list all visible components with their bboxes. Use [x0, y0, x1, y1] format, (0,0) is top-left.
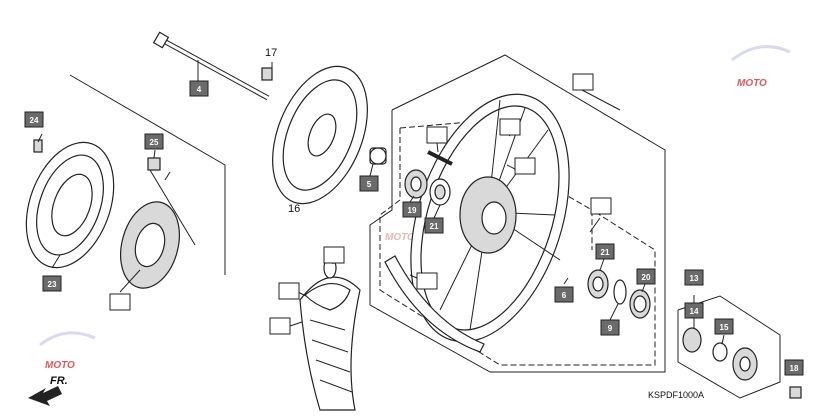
callout-4: 4 [189, 80, 209, 97]
right-side-parts [558, 258, 651, 319]
callout-21-right: 21 [595, 243, 615, 260]
label-17: 17 [265, 47, 277, 59]
o-ring-15 [712, 342, 728, 362]
axle-group [152, 31, 270, 101]
tire [299, 276, 361, 411]
empty-callout [426, 126, 448, 144]
front-direction-arrow: FR. [28, 375, 68, 406]
nut-25 [147, 157, 161, 171]
empty-callout [269, 317, 291, 335]
diagram-code: KSPDF1000A [648, 390, 704, 400]
callout-20: 20 [636, 268, 656, 285]
bearing-19 [404, 169, 428, 199]
empty-callout [323, 246, 345, 264]
callout-19-label: 19 [408, 206, 417, 215]
tire-cutaway [299, 257, 361, 411]
watermark-text-3: MOTO [385, 232, 415, 243]
spacer-5 [369, 147, 387, 165]
stud-bolt [427, 150, 453, 166]
callout-6-label: 6 [562, 291, 567, 300]
inner-dashed-outline-2 [379, 128, 656, 366]
circlip-9 [613, 279, 627, 305]
empty-callout [416, 272, 438, 290]
callout-25: 25 [144, 133, 164, 150]
callout-24: 24 [24, 111, 44, 128]
callout-5-label: 5 [367, 180, 372, 189]
nut-18 [789, 386, 802, 399]
callout-14-label: 14 [690, 307, 699, 316]
brake-disc-16 [272, 65, 368, 205]
watermark-center: MOTO [385, 232, 415, 243]
assembly-outline [369, 54, 666, 373]
rim-band [384, 255, 485, 353]
callout-23: 23 [42, 275, 62, 292]
callout-21-right-label: 21 [601, 248, 610, 257]
callout-20-label: 20 [642, 273, 651, 282]
callout-21-left-label: 21 [430, 222, 439, 231]
empty-callout [109, 293, 131, 311]
callout-23-label: 23 [48, 280, 57, 289]
direction-label: FR. [50, 375, 68, 387]
leader-lines [37, 89, 725, 345]
callout-15-label: 15 [720, 323, 729, 332]
empty-callout [572, 73, 594, 91]
callout-24-label: 24 [30, 116, 39, 125]
empty-callout [514, 157, 536, 175]
bolt-17 [261, 62, 273, 81]
empty-callout [278, 282, 300, 300]
callout-14: 14 [684, 302, 704, 319]
callout-5: 5 [359, 175, 379, 192]
empty-callouts [109, 73, 612, 335]
label-16: 16 [288, 203, 300, 215]
leader-line [69, 74, 226, 275]
callout-18-label: 18 [790, 364, 799, 373]
left-disc-group [25, 74, 226, 289]
callout-18: 18 [784, 359, 804, 376]
bolt-24 [33, 139, 43, 153]
callout-6: 6 [554, 286, 574, 303]
callout-9: 9 [600, 319, 620, 336]
watermark-text-2: MOTO [45, 360, 75, 371]
watermark-text: MOTO [737, 78, 767, 89]
callout-13-label: 13 [690, 274, 699, 283]
callout-15: 15 [714, 318, 734, 335]
callout-21-left: 21 [424, 217, 444, 234]
empty-callout [590, 197, 612, 215]
callout-4-label: 4 [197, 85, 202, 94]
watermark-bottom-left: MOTO [39, 331, 96, 371]
bearing-21-left [429, 178, 451, 206]
collar-group [677, 295, 802, 399]
callout-19: 19 [402, 201, 422, 218]
callout-25-label: 25 [150, 138, 159, 147]
empty-callout [499, 118, 521, 136]
collar-14 [682, 327, 702, 353]
callout-9-label: 9 [608, 324, 613, 333]
callout-13: 13 [684, 269, 704, 286]
watermark-top-right: MOTO [731, 45, 791, 89]
